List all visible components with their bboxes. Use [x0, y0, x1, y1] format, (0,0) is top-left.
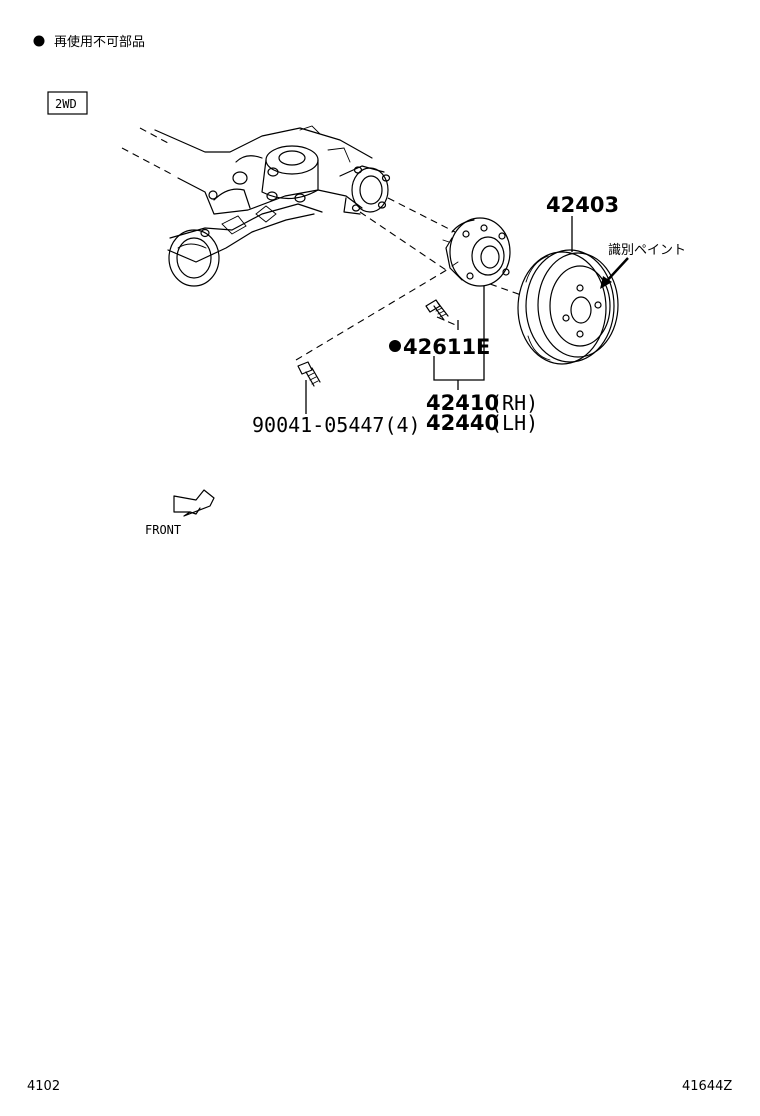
paint-mark-label: 識別ペイント [608, 243, 686, 258]
hub-bolt-drawing [425, 299, 449, 321]
non-reusable-bullet [33, 35, 45, 47]
alignment-line-hub-drum [489, 283, 525, 297]
part-number-42403: 42403 [546, 193, 619, 217]
front-arrow-depth [189, 507, 201, 515]
rear-axle-beam-drawing [121, 125, 391, 287]
variant-box-label: 2WD [55, 97, 77, 111]
part-number-90041: 90041-05447(4) [252, 413, 421, 437]
side-rh: (RH) [490, 391, 538, 415]
footer-right-number: 41644Z [682, 1079, 732, 1094]
brake-drum-drawing [517, 249, 619, 365]
leader-hub-bracket [433, 286, 485, 381]
part-number-42410: 42410 [426, 391, 499, 415]
front-arrow-icon [173, 489, 215, 517]
alignment-line-hub-bolt [436, 316, 459, 327]
axle-bolt-drawing [297, 361, 321, 387]
hub-bearing-drawing [442, 217, 511, 287]
variant-box [47, 91, 88, 115]
part-number-42611E: 42611E [403, 335, 490, 359]
paint-mark-arrow-head [600, 276, 612, 289]
front-label: FRONT [145, 523, 181, 537]
part-number-42440: 42440 [426, 411, 499, 435]
non-reusable-marker [389, 340, 401, 352]
side-lh: (LH) [490, 411, 538, 435]
footer-left-number: 4102 [27, 1079, 60, 1094]
alignment-line-bolt [295, 267, 451, 361]
alignment-line-lower [359, 211, 447, 271]
non-reusable-legend-text: 再使用不可部品 [54, 34, 145, 50]
alignment-line-upper [387, 197, 456, 233]
